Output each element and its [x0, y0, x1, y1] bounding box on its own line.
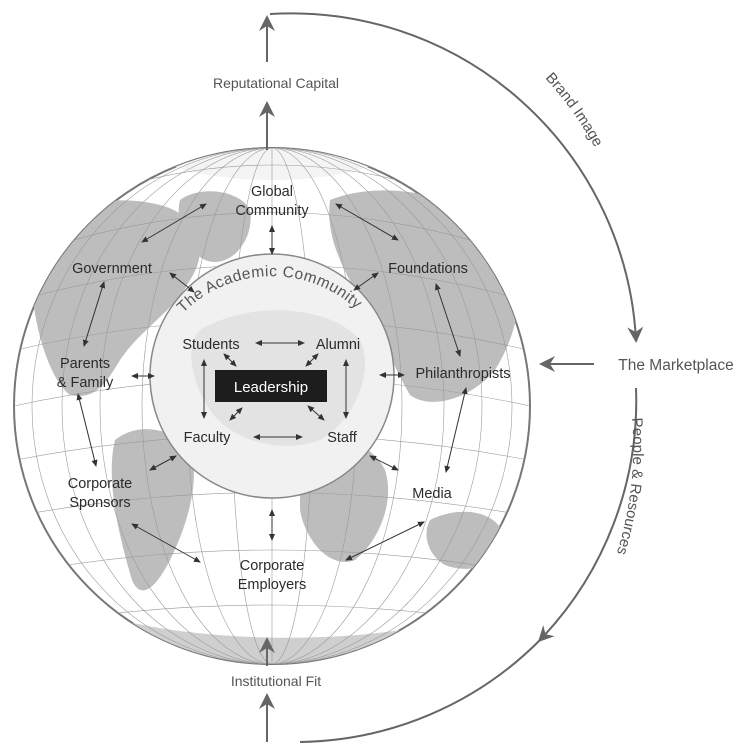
- arrow-philanthropists-media: [444, 387, 468, 473]
- government-label: Government: [72, 261, 152, 277]
- leadership-label: Leadership: [234, 379, 308, 396]
- reputational-capital-label: Reputational Capital: [213, 75, 339, 91]
- institutional-fit-label: Institutional Fit: [231, 673, 321, 689]
- arrow-foundations-philanthropists: [435, 283, 461, 357]
- arrow-parents-sponsors: [76, 393, 98, 467]
- corporate-sponsors-label-line2: Sponsors: [69, 495, 130, 511]
- arrow-foundations-academic: [353, 272, 379, 291]
- arrow-government-parents: [82, 281, 106, 347]
- alumni-label: Alumni: [316, 337, 360, 353]
- corporate-sponsors-label-line1: Corporate: [68, 476, 132, 492]
- leadership-box: Leadership: [215, 370, 327, 402]
- people-resources-label: People & Resources: [613, 417, 646, 557]
- global-community-label-line2: Community: [235, 203, 309, 219]
- people-resources-arc: [537, 387, 638, 643]
- brand-image-arc: [269, 12, 644, 343]
- arrow-global-foundations: [335, 203, 399, 241]
- corporate-employers-label-line1: Corporate: [240, 558, 304, 574]
- arrow-government-academic: [169, 272, 195, 293]
- media-label: Media: [412, 486, 452, 502]
- staff-label: Staff: [327, 430, 358, 446]
- arrow-staff-leadership: [307, 405, 325, 421]
- parents-family-label-line1: Parents: [60, 356, 110, 372]
- foundations-label: Foundations: [388, 261, 468, 277]
- faculty-label: Faculty: [184, 430, 231, 446]
- arrow-alumni-leadership: [305, 353, 319, 367]
- arrow-sponsors-academic: [149, 455, 177, 471]
- arrow-faculty-leadership: [229, 407, 243, 421]
- marketplace-label: The Marketplace: [618, 357, 733, 374]
- arrow-sponsors-employers: [131, 523, 201, 563]
- students-label: Students: [182, 337, 239, 353]
- corporate-employers-label-line2: Employers: [238, 577, 307, 593]
- relationship-arrows: [76, 203, 468, 563]
- parents-family-label-line2: & Family: [57, 375, 114, 391]
- outer-flow-arrows: [259, 12, 644, 743]
- global-community-label-line1: Global: [251, 184, 293, 200]
- arrow-media-employers: [345, 521, 425, 561]
- arrow-students-leadership: [223, 353, 237, 367]
- brand-image-label: Brand Image: [542, 69, 606, 149]
- arrow-government-global: [141, 203, 207, 243]
- bottom-return-arc: [299, 639, 541, 743]
- philanthropists-label: Philanthropists: [415, 366, 510, 382]
- arrow-media-academic: [369, 455, 399, 471]
